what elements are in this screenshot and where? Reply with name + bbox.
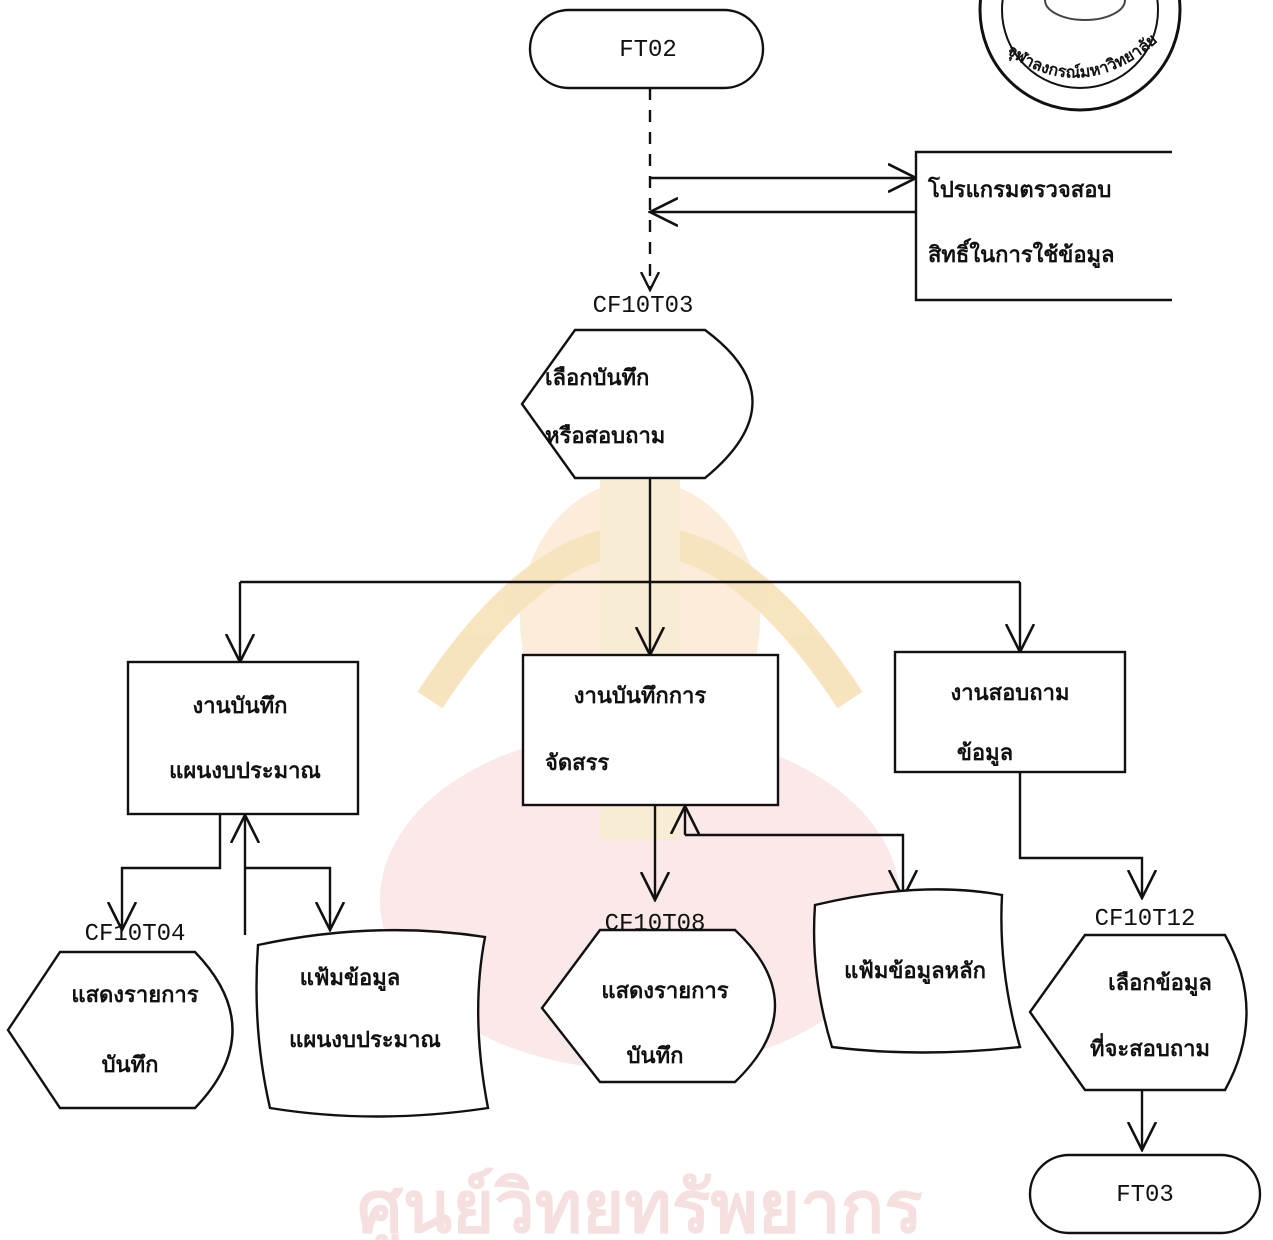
alloc-line1: งานบันทึกการ [574,684,707,709]
inquiry-task-box: งานสอบถาม ข้อมูล [893,650,1127,774]
watermark-text: ศูนย์วิทยทรัพยากร [357,1165,923,1240]
watermark: ศูนย์วิทยทรัพยากร [357,480,923,1240]
budget-plan-file: แฟ้มข้อมูล แผนงบประมาณ [255,928,490,1118]
display1-line2: บันทึก [102,1053,159,1078]
budget-file-line2: แผนงบประมาณ [289,1028,441,1053]
budget-line2: แผนงบประมาณ [169,759,321,784]
query-selection-display: CF10T12 เลือกข้อมูล ที่จะสอบถาม [1028,906,1248,1092]
master-file-label: แฟ้มข้อมูลหลัก [844,959,986,985]
auth-program-line2: สิทธิ์ในการใช้ข้อมูล [928,238,1115,269]
display2-line1: แสดงรายการ [601,979,728,1004]
select-code: CF10T03 [593,293,694,320]
auth-program-box: โปรแกรมตรวจสอบ สิทธิ์ในการใช้ข้อมูล [914,150,1172,302]
select-display: CF10T03 เลือกบันทึก หรือสอบถาม [520,293,754,480]
query-code: CF10T12 [1095,906,1196,933]
display1-line1: แสดงรายการ [71,983,198,1008]
auth-program-line1: โปรแกรมตรวจสอบ [927,176,1111,203]
library-seal: จุฬาลงกรณ์มหาวิทยาลัย [978,0,1182,112]
display2-line2: บันทึก [627,1044,684,1069]
start-terminator: FT02 [528,8,765,90]
end-label: FT03 [1116,1182,1174,1209]
select-line1: เลือกบันทึก [545,366,649,391]
budget-file-line1: แฟ้มข้อมูล [300,966,401,992]
master-data-file: แฟ้มข้อมูลหลัก [812,888,1022,1054]
start-label: FT02 [619,37,677,64]
alloc-line2: จัดสรร [545,751,609,776]
svg-text:จุฬาลงกรณ์มหาวิทยาลัย: จุฬาลงกรณ์มหาวิทยาลัย [1003,30,1160,82]
display-records-1: CF10T04 แสดงรายการ บันทึก [6,921,234,1110]
query-line1: เลือกข้อมูล [1108,971,1212,997]
connectors [122,88,1142,1150]
inquiry-line1: งานสอบถาม [951,681,1070,706]
query-line2: ที่จะสอบถาม [1090,1032,1210,1062]
select-line2: หรือสอบถาม [545,424,665,449]
end-terminator: FT03 [1028,1153,1262,1235]
display1-code: CF10T04 [85,921,186,948]
budget-task-box: งานบันทึก แผนงบประมาณ [126,660,360,816]
budget-line1: งานบันทึก [193,694,288,719]
display-records-2: CF10T08 แสดงรายการ บันทึก [540,911,777,1084]
allocation-task-box: งานบันทึกการ จัดสรร [521,653,780,807]
inquiry-line2: ข้อมูล [957,741,1013,767]
